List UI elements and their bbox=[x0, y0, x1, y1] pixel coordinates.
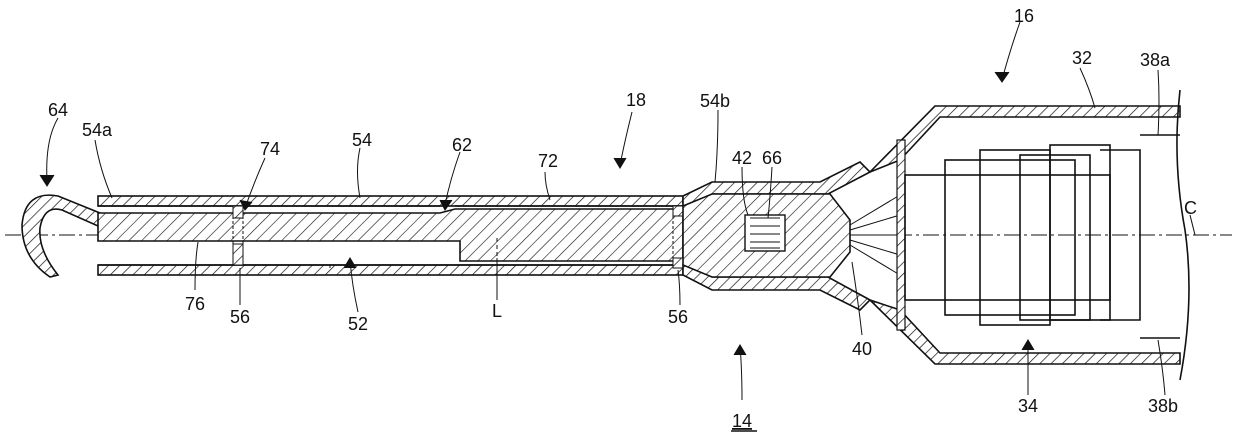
housing-32-bottom bbox=[870, 300, 1180, 364]
label-74: 74 bbox=[260, 139, 280, 159]
label-38a: 38a bbox=[1140, 50, 1171, 70]
label-54b: 54b bbox=[700, 91, 730, 111]
assembly-34 bbox=[905, 175, 1110, 300]
label-42: 42 bbox=[732, 148, 752, 168]
housing-32-top bbox=[870, 106, 1180, 172]
label-54a: 54a bbox=[82, 120, 113, 140]
outer-tube-bottom-wall bbox=[98, 265, 683, 275]
label-34: 34 bbox=[1018, 396, 1038, 416]
funnel-40 bbox=[850, 195, 900, 275]
label-76: 76 bbox=[185, 294, 205, 314]
label-72: 72 bbox=[538, 151, 558, 171]
label-38b: 38b bbox=[1148, 396, 1178, 416]
label-66: 66 bbox=[762, 148, 782, 168]
inner-rod-52 bbox=[98, 209, 683, 261]
label-16: 16 bbox=[1014, 6, 1034, 26]
hook-64 bbox=[22, 195, 100, 277]
label-40: 40 bbox=[852, 339, 872, 359]
label-52: 52 bbox=[348, 314, 368, 334]
label-56-right: 56 bbox=[668, 307, 688, 327]
label-32: 32 bbox=[1072, 48, 1092, 68]
label-C: C bbox=[1184, 198, 1197, 218]
label-56-left: 56 bbox=[230, 307, 250, 327]
label-62: 62 bbox=[452, 135, 472, 155]
label-54: 54 bbox=[352, 130, 372, 150]
outer-tube-top-wall bbox=[98, 196, 683, 206]
label-18: 18 bbox=[626, 90, 646, 110]
label-64: 64 bbox=[48, 100, 68, 120]
screw-66 bbox=[745, 215, 785, 251]
label-14: 14 bbox=[732, 411, 752, 431]
label-L: L bbox=[492, 301, 502, 321]
